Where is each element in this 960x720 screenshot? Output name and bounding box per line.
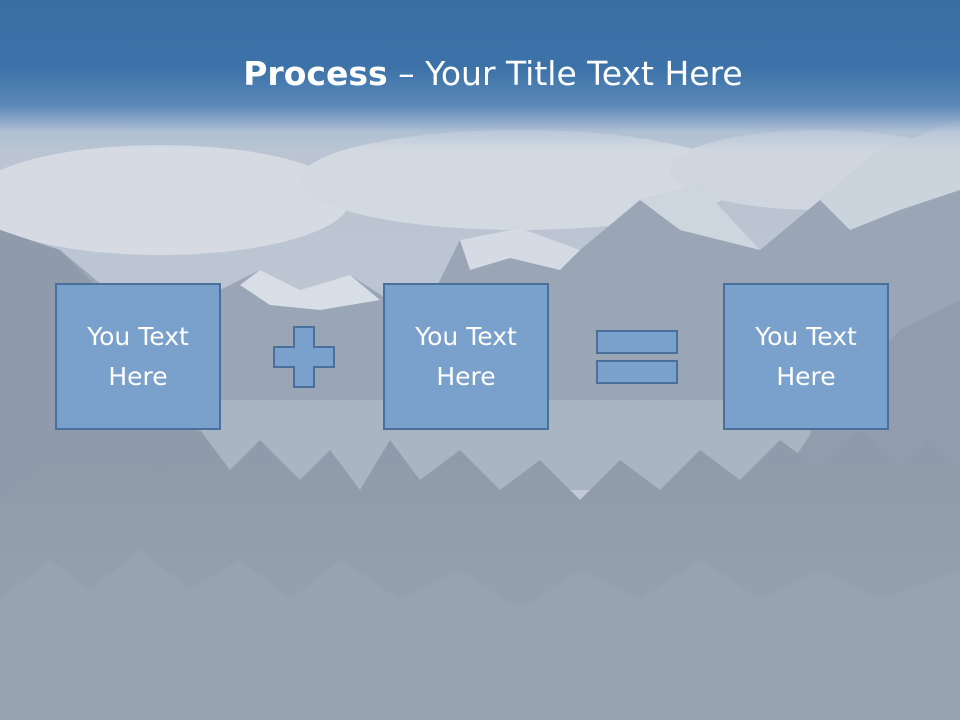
title-banner [0, 0, 960, 150]
process-box-1[interactable]: You Text Here [55, 283, 221, 430]
process-box-1-text: You Text Here [87, 321, 189, 391]
process-box-3-text: You Text Here [755, 321, 857, 391]
plus-icon [273, 326, 335, 388]
title-rest: Your Title Text Here [425, 54, 743, 93]
equals-icon [596, 330, 678, 384]
process-box-3[interactable]: You Text Here [723, 283, 889, 430]
title-dash: – [387, 54, 426, 93]
title-bold: Process [243, 54, 388, 93]
process-box-2-text: You Text Here [415, 321, 517, 391]
slide-title: Process – Your Title Text Here [0, 52, 960, 96]
process-box-2[interactable]: You Text Here [383, 283, 549, 430]
